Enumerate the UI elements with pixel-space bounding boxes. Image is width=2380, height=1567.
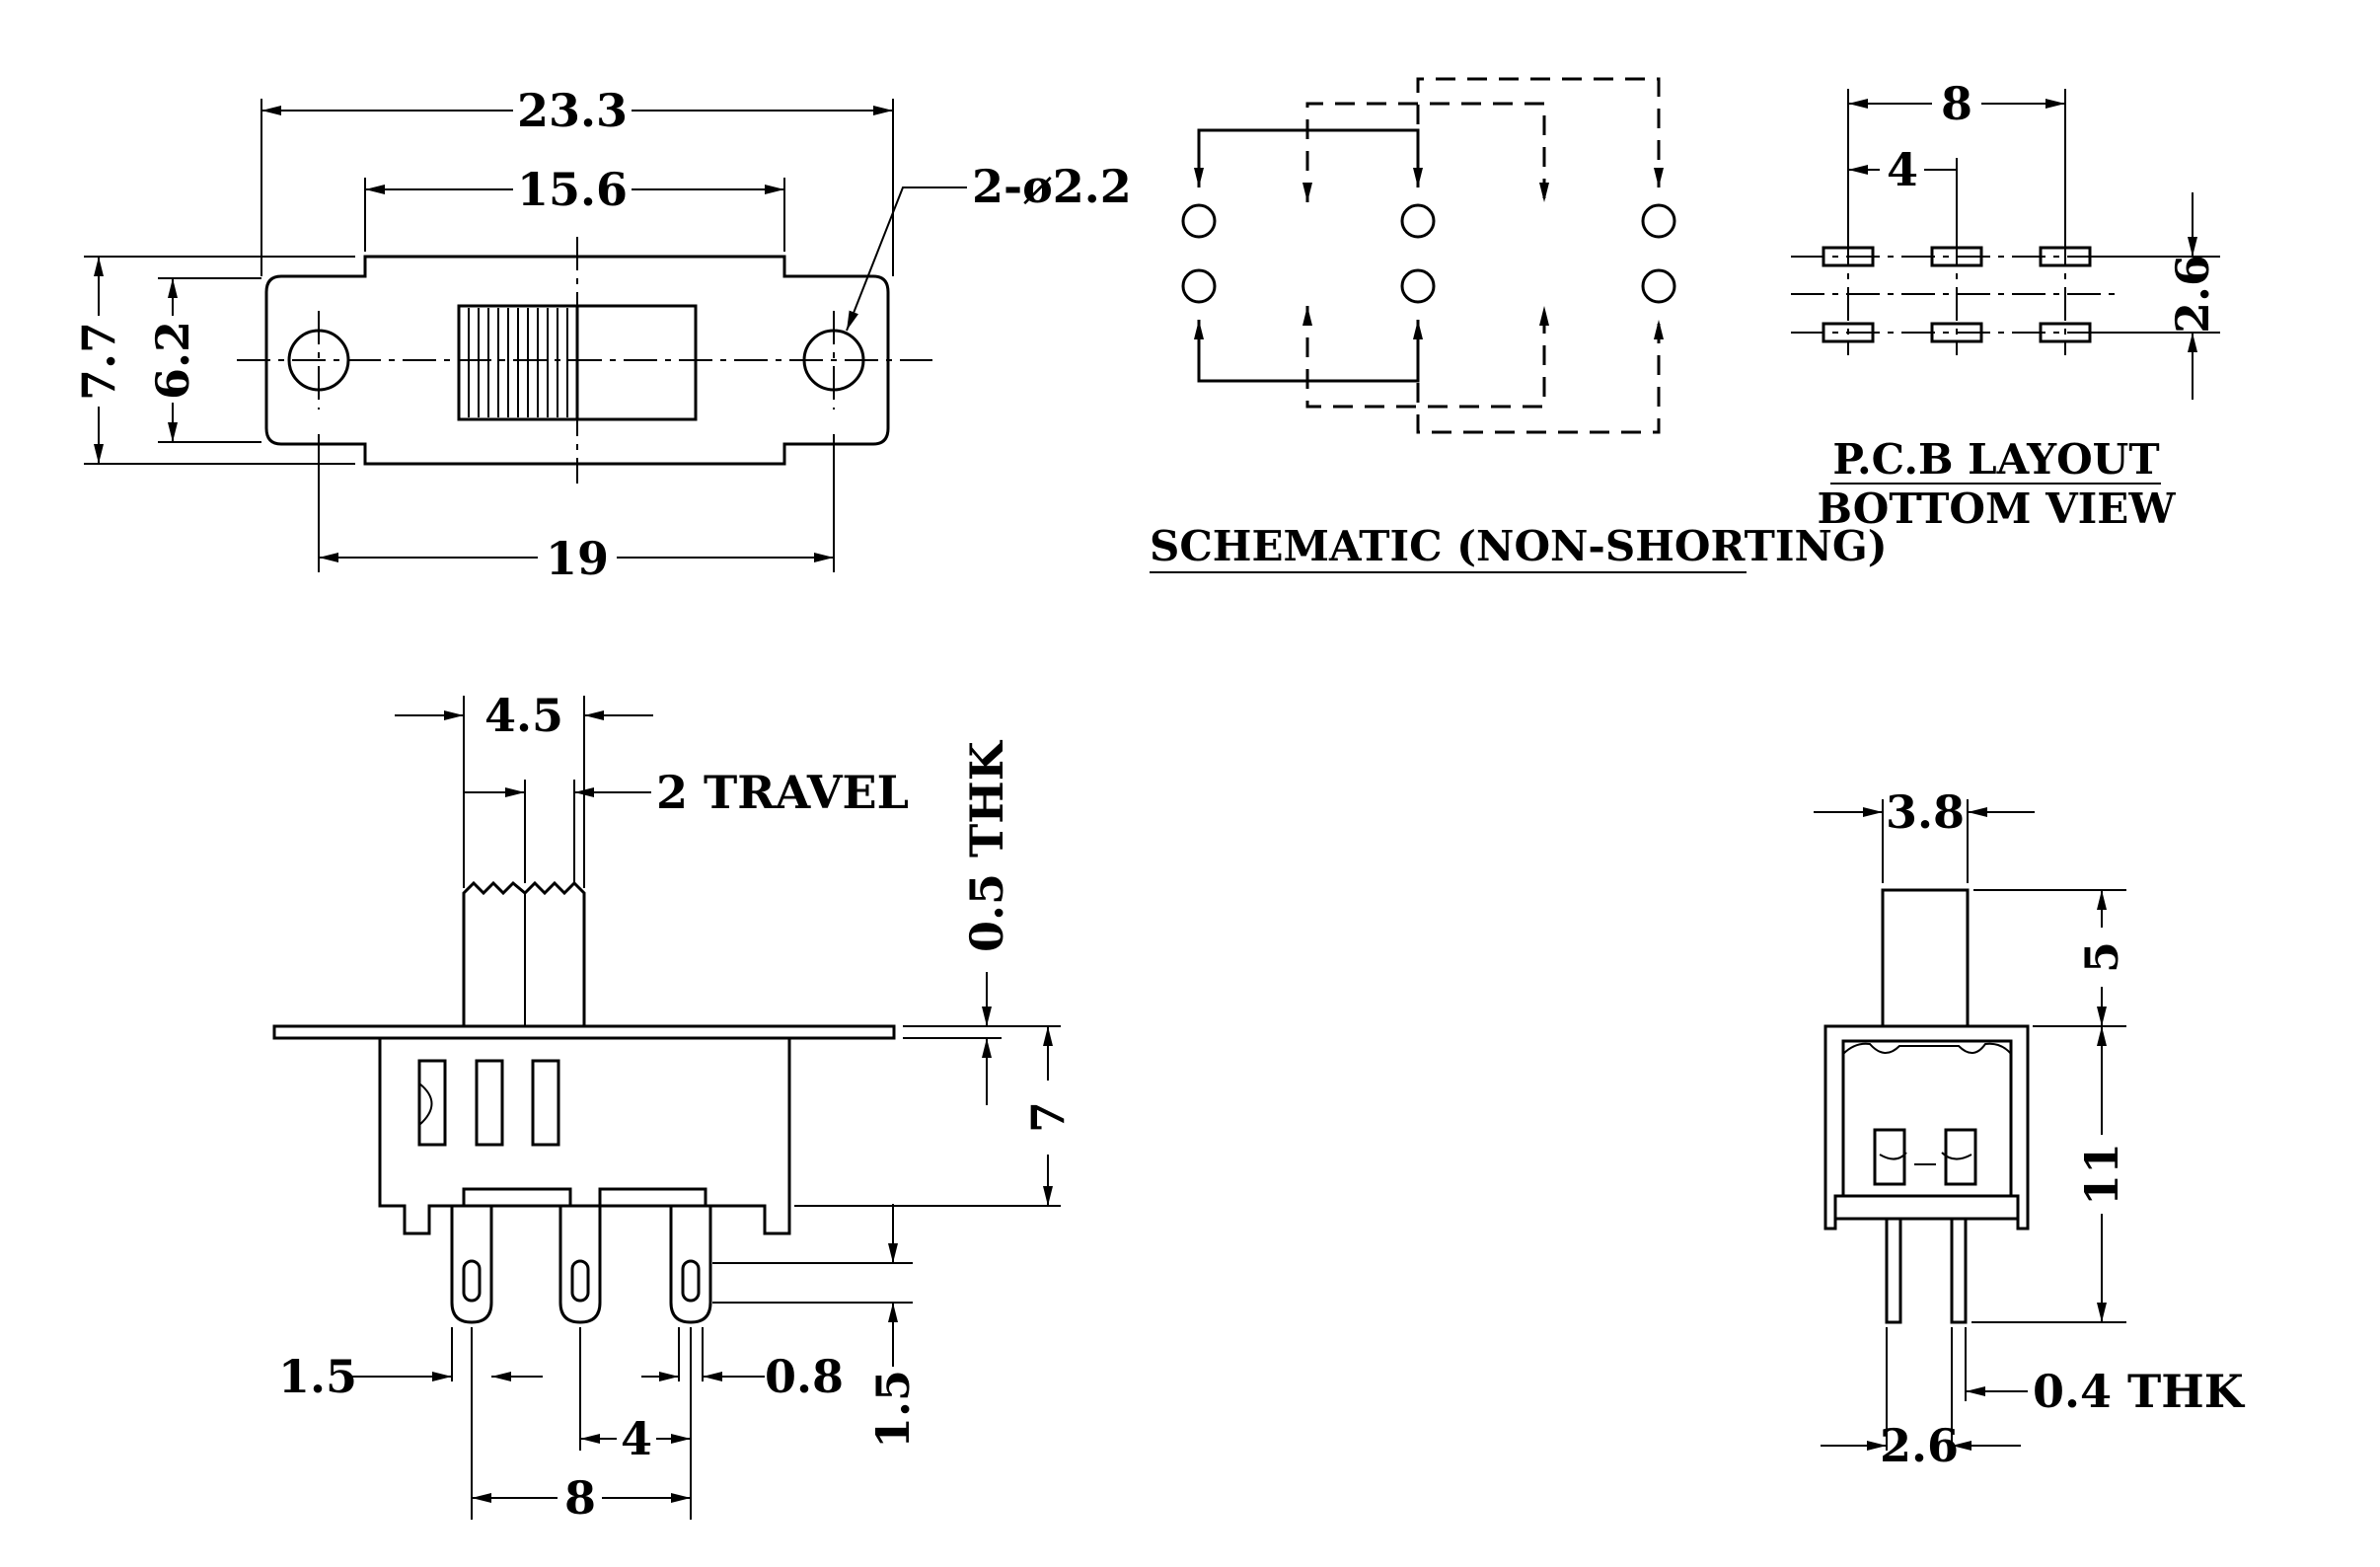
terminal-b2 <box>1400 268 1436 304</box>
dim-hole-spacing: 19 <box>546 532 609 585</box>
dim-end-actuator-height: 5 <box>2075 941 2128 973</box>
end-view: 3.8 5 11 0.4 THK 2.6 <box>1814 785 2246 1472</box>
dim-end-body-height: 11 <box>2075 1143 2128 1206</box>
dim-end-pin-spacing: 2.6 <box>1880 1419 1959 1472</box>
top-view: 23.3 15.6 19 7.7 6.2 2-ø2.2 <box>72 84 1132 585</box>
pcb-pad <box>1930 322 1983 343</box>
mounting-plate <box>272 1024 896 1040</box>
terminal-pin <box>669 1206 712 1324</box>
end-pin-left <box>1885 1217 1902 1324</box>
terminal-pin <box>558 1206 602 1324</box>
dim-pcb-inner-pitch: 4 <box>1887 143 1918 196</box>
pcb-layout-view: 8 4 2.6 P.C.B LAYOUT BOTTOM VIEW <box>1791 77 2220 533</box>
pcb-title-line1: P.C.B LAYOUT <box>1832 435 2159 484</box>
schematic-title: SCHEMATIC (NON-SHORTING) <box>1150 522 1888 570</box>
dim-pin-width: 0.8 <box>765 1350 844 1403</box>
pcb-pad <box>1822 322 1875 343</box>
dim-inner-height: 6.2 <box>146 321 199 400</box>
dim-pin-offset: 1.5 <box>278 1350 357 1403</box>
dim-pcb-outer-pitch: 8 <box>1941 77 1972 130</box>
dim-overall-width: 23.3 <box>517 84 628 137</box>
terminal-c1 <box>1641 203 1676 239</box>
dim-pin-length: 1.5 <box>866 1370 920 1449</box>
label-plate-thickness: 0.5 THK <box>960 739 1013 952</box>
label-travel: 2 TRAVEL <box>656 766 909 819</box>
terminal-c2 <box>1641 268 1676 304</box>
pcb-pad <box>1822 246 1875 267</box>
dim-pin-span: 8 <box>564 1471 596 1525</box>
dim-end-actuator-width: 3.8 <box>1886 785 1965 839</box>
dim-pin-pitch: 4 <box>621 1412 652 1465</box>
dim-pcb-row-spacing: 2.6 <box>2166 255 2219 334</box>
terminal-a2 <box>1181 268 1217 304</box>
dim-body-height: 7 <box>1021 1101 1075 1133</box>
pcb-title-line2: BOTTOM VIEW <box>1818 485 2177 533</box>
terminal-b1 <box>1400 203 1436 239</box>
end-actuator <box>1881 888 1970 1028</box>
pcb-pad <box>1930 246 1983 267</box>
terminal-a1 <box>1181 203 1217 239</box>
side-view: 4.5 2 TRAVEL 0.5 THK 7 1.5 1.5 0.8 4 8 <box>272 689 1075 1525</box>
label-end-pin-thickness: 0.4 THK <box>2033 1365 2246 1418</box>
dim-actuator-width: 4.5 <box>484 689 563 742</box>
schematic-view: SCHEMATIC (NON-SHORTING) <box>1150 77 1888 573</box>
dim-overall-height: 7.7 <box>72 322 125 401</box>
terminal-pin <box>450 1206 493 1324</box>
dim-inner-width: 15.6 <box>517 163 628 216</box>
label-mounting-holes: 2-ø2.2 <box>972 160 1132 213</box>
end-pin-right <box>1950 1217 1968 1324</box>
